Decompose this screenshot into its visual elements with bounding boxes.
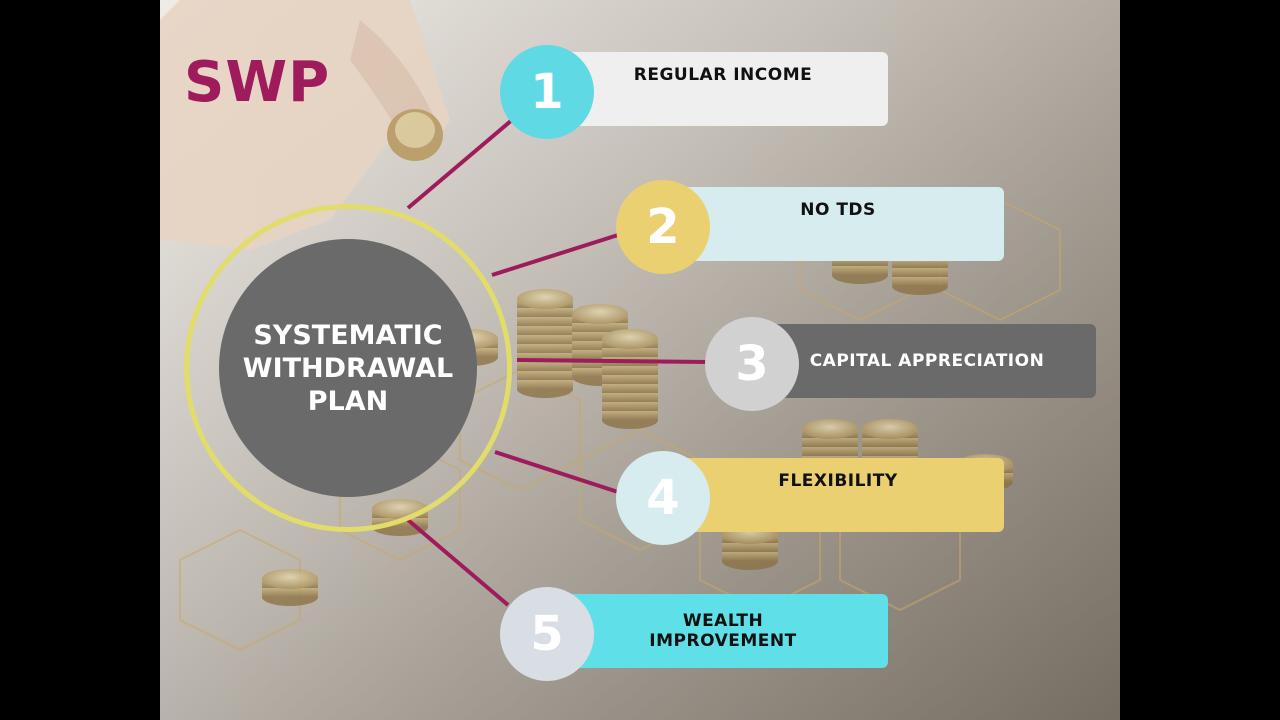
item-number-5-text: 5 xyxy=(530,606,564,662)
item-label-no-tds: NO TDS xyxy=(800,200,876,220)
swp-title: SWP xyxy=(184,50,331,115)
item-number-4-text: 4 xyxy=(646,470,680,526)
item-number-4: 4 xyxy=(616,451,710,545)
item-bar-3: CAPITAL APPRECIATION xyxy=(758,324,1096,398)
item-number-3-text: 3 xyxy=(735,336,769,392)
item-number-2: 2 xyxy=(616,180,710,274)
connector-line-1 xyxy=(406,118,514,210)
coin-stack-12 xyxy=(722,524,778,570)
item-bar-5: WEALTH IMPROVEMENT xyxy=(558,594,888,668)
item-label-wealth-improvement: WEALTH IMPROVEMENT xyxy=(649,611,797,651)
item-number-2-text: 2 xyxy=(646,199,680,255)
connector-line-2 xyxy=(491,233,619,277)
item-number-1-text: 1 xyxy=(530,64,564,120)
center-title-line-2: WITHDRAWAL xyxy=(242,352,454,384)
item-bar-4: FLEXIBILITY xyxy=(672,458,1004,532)
connector-line-3 xyxy=(516,358,709,364)
item-number-5: 5 xyxy=(500,587,594,681)
infographic-canvas: SWP SYSTEMATIC WITHDRAWAL PLAN REGULAR I… xyxy=(160,0,1120,720)
item-label-capital-appreciation: CAPITAL APPRECIATION xyxy=(809,351,1045,371)
center-ring xyxy=(184,204,512,532)
center-title: SYSTEMATIC WITHDRAWAL PLAN xyxy=(233,319,463,418)
item-number-1: 1 xyxy=(500,45,594,139)
center-title-line-3: PLAN xyxy=(307,385,389,417)
item-label-regular-income: REGULAR INCOME xyxy=(633,65,813,85)
item-bar-1: REGULAR INCOME xyxy=(558,52,888,126)
connector-lines xyxy=(406,118,709,607)
connector-line-5 xyxy=(406,518,510,607)
coin-stack-9 xyxy=(262,569,318,606)
item-number-3: 3 xyxy=(705,317,799,411)
coin-stack-1 xyxy=(517,289,573,398)
center-circle: SYSTEMATIC WITHDRAWAL PLAN xyxy=(219,239,477,497)
connector-line-4 xyxy=(494,450,619,494)
item-bar-2: NO TDS xyxy=(672,187,1004,261)
center-title-line-1: SYSTEMATIC xyxy=(253,319,443,351)
item-label-flexibility: FLEXIBILITY xyxy=(778,471,898,491)
